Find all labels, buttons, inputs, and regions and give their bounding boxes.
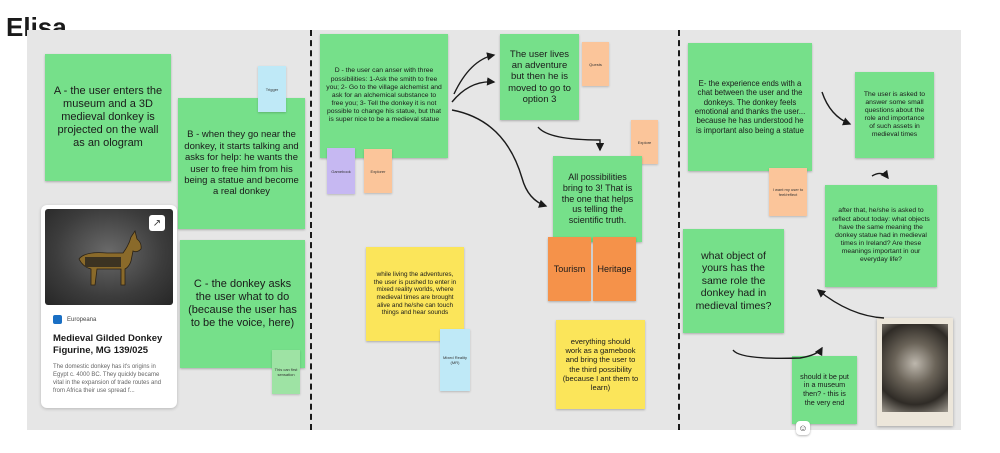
- mini-card-explorer[interactable]: Explorer: [364, 149, 392, 193]
- mini-card-label: I want my user to feel/reflect: [772, 187, 804, 197]
- sticky-note-heritage[interactable]: Heritage: [593, 237, 636, 301]
- mini-card-label: Quests: [589, 61, 602, 67]
- mini-card-reflect[interactable]: I want my user to feel/reflect: [769, 168, 807, 216]
- open-external-icon[interactable]: ↗: [149, 215, 165, 231]
- sticky-note-d[interactable]: D - the user can anser with three possib…: [320, 34, 448, 158]
- europeana-card[interactable]: ↗ Europeana Medieval Gilded Donkey Figur…: [41, 205, 177, 408]
- sticky-note-possibilities[interactable]: All possibilities bring to 3! That is th…: [553, 156, 642, 242]
- sticky-note-b[interactable]: B - when they go near the donkey, it sta…: [178, 98, 305, 229]
- mini-card-mixed-reality[interactable]: Mixed Reality (MR): [440, 329, 470, 391]
- section-divider: [310, 30, 312, 430]
- sticky-note-a[interactable]: A - the user enters the museum and a 3D …: [45, 54, 171, 181]
- sticky-note-reflect[interactable]: after that, he/she is asked to reflect a…: [825, 185, 937, 287]
- mini-card-label: Gamebook: [331, 168, 351, 174]
- sticky-note-gamebook[interactable]: everything should work as a gamebook and…: [556, 320, 645, 409]
- reaction-add-icon[interactable]: ☺: [796, 421, 810, 435]
- mini-card-label: Explore: [637, 139, 652, 145]
- sticky-note-living[interactable]: while living the adventures, the user is…: [366, 247, 464, 341]
- card-provider: Europeana: [53, 315, 96, 324]
- mini-card-gamebook[interactable]: Gamebook: [327, 148, 355, 194]
- sticky-note-questions[interactable]: The user is asked to answer some small q…: [855, 72, 934, 158]
- engraving-picture: [882, 324, 948, 412]
- europeana-logo-icon: [53, 315, 62, 324]
- mini-card-label: This can first sensation: [274, 367, 298, 377]
- mini-card-label: Mixed Reality (MR): [442, 355, 467, 365]
- donkey-figurine-icon: [78, 230, 142, 286]
- card-title: Medieval Gilded Donkey Figurine, MG 139/…: [53, 333, 163, 356]
- sticky-note-tourism[interactable]: Tourism: [548, 237, 591, 301]
- sticky-note-c[interactable]: C - the donkey asks the user what to do …: [180, 240, 305, 368]
- mini-card-label: Explorer: [370, 168, 386, 174]
- sticky-note-museum[interactable]: should it be put in a museum then? - thi…: [792, 356, 857, 424]
- mini-card-trigger[interactable]: Trigger: [258, 66, 286, 112]
- mini-card-first-sensation[interactable]: This can first sensation: [272, 350, 300, 394]
- mini-card-quests[interactable]: Quests: [582, 42, 609, 86]
- card-provider-name: Europeana: [67, 316, 97, 323]
- sticky-note-e[interactable]: E- the experience ends with a chat betwe…: [688, 43, 812, 171]
- sticky-note-object[interactable]: what object of yours has the same role t…: [683, 229, 784, 333]
- section-divider: [678, 30, 680, 430]
- card-description: The domestic donkey has it's origins in …: [53, 364, 162, 395]
- sticky-note-adventure[interactable]: The user lives an adventure but then he …: [500, 34, 579, 120]
- engraving-image[interactable]: [877, 318, 953, 426]
- mini-card-label: Trigger: [265, 86, 279, 92]
